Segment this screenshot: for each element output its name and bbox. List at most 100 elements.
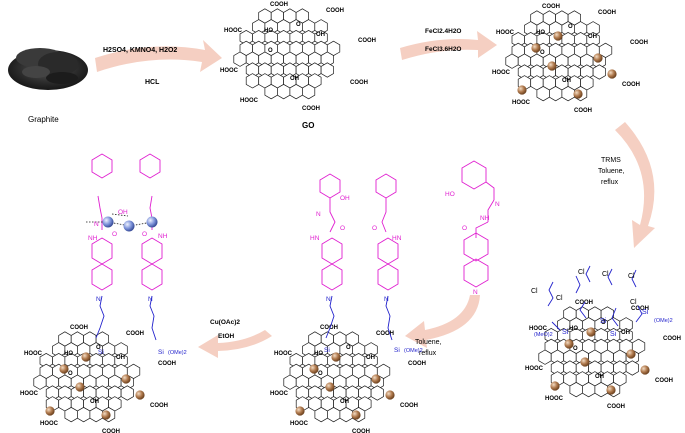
functional-group-label: O xyxy=(268,48,273,54)
ome2-label: (OMe)2 xyxy=(654,318,673,324)
ome2-label: (OMe)2 xyxy=(404,348,423,354)
functional-group-label: HOOC xyxy=(525,366,544,372)
functional-group-label: COOH xyxy=(542,4,560,10)
nh-label: NH xyxy=(480,215,490,222)
functional-group-label: COOH xyxy=(574,108,592,114)
hexagon-ring xyxy=(264,83,278,100)
functional-group-label: HOOC xyxy=(20,391,39,397)
arrow-step5 xyxy=(198,330,272,358)
ome2-label: (OMe)2 xyxy=(168,350,187,356)
n-label: N xyxy=(495,201,500,208)
o-label: O xyxy=(112,231,117,238)
functional-group-label: COOH xyxy=(320,325,338,331)
step3-condition-label: reflux xyxy=(601,179,619,186)
functional-group-label: COOH xyxy=(607,404,625,410)
fe3o4-nanoparticle xyxy=(325,382,335,392)
cl-label: Cl xyxy=(628,273,635,280)
graphite-label: Graphite xyxy=(28,115,59,124)
silane-labels-cl-sheet: Si Si Si Si (MeO)2 (OMe)2 xyxy=(534,309,673,338)
hexagon-ring xyxy=(536,85,550,102)
o-label: O xyxy=(462,225,467,232)
n-label: N xyxy=(384,296,389,303)
functional-group-label: O xyxy=(573,346,578,352)
hexagon-ring xyxy=(233,51,247,67)
functional-group-label: COOH xyxy=(376,331,394,337)
functional-group-label: O xyxy=(296,22,301,28)
fe3o4-nanoparticle xyxy=(593,53,603,63)
hexagon-ring xyxy=(625,360,639,376)
si-label: Si xyxy=(610,331,617,338)
hexagon-ring xyxy=(77,406,91,423)
hexagon-ring xyxy=(561,85,575,102)
si-label: Si xyxy=(324,347,330,354)
step2-reagent-b-label: FeCl3.6H2O xyxy=(425,46,462,53)
fe3o4-nanoparticle xyxy=(586,327,596,337)
meo2-label: (MeO)2 xyxy=(534,332,553,338)
si-label: Si xyxy=(562,329,569,336)
functional-group-label: OH xyxy=(588,34,597,40)
functional-group-label: HOOC xyxy=(270,391,289,397)
cu-ion xyxy=(123,220,135,232)
hexagon-ring xyxy=(370,385,384,401)
functional-group-label: COOH xyxy=(630,40,648,46)
functional-group-label: O xyxy=(346,345,351,351)
functional-group-label: HO xyxy=(64,351,73,357)
n-label: N xyxy=(94,221,99,228)
si-label: Si xyxy=(98,349,104,356)
hexagon-ring xyxy=(289,83,303,100)
functional-group-label: O xyxy=(540,50,545,56)
fe3o4-nanoparticle xyxy=(121,374,131,384)
step1-acid-label: HCL xyxy=(145,79,160,86)
functional-group-label: COOH xyxy=(302,106,320,112)
functional-group-label: OH xyxy=(340,399,349,405)
fe3o4-nanoparticle xyxy=(606,385,616,395)
functional-group-label: OH xyxy=(621,330,630,336)
functional-group-label: HOOC xyxy=(492,70,511,76)
functional-group-label: HO xyxy=(536,30,545,36)
functional-group-label: HOOC xyxy=(512,100,531,106)
step4-solvent-label: Toluene, xyxy=(415,339,442,346)
functional-group-label: HO xyxy=(264,28,273,34)
functional-group-label: COOH xyxy=(358,38,376,44)
hexagon-ring xyxy=(283,374,297,390)
oh-label: OH xyxy=(118,209,128,216)
propyl-linkers-left xyxy=(95,295,157,341)
fe3o4-nanoparticle xyxy=(101,410,111,420)
functional-group-label: COOH xyxy=(158,361,176,367)
fe3o4-nanoparticle xyxy=(371,374,381,384)
arrow-step2 xyxy=(400,31,497,60)
step3-reagent-label: TRMS xyxy=(601,157,621,164)
hexagon-ring xyxy=(505,53,519,69)
functional-group-label: COOH xyxy=(408,361,426,367)
functional-group-label: HOOC xyxy=(274,351,293,357)
functional-group-label: HOOC xyxy=(224,28,243,34)
hexagon-ring xyxy=(245,73,260,89)
functional-group-label: COOH xyxy=(70,325,88,331)
functional-group-label: OH xyxy=(562,78,571,84)
functional-group-label: HO xyxy=(314,351,323,357)
functional-group-label: HOOC xyxy=(496,30,515,36)
cu-ion xyxy=(102,216,114,228)
hexagon-ring xyxy=(120,385,134,401)
step5-reagent-label: Cu(OAc)2 xyxy=(210,319,240,326)
functional-group-label: HOOC xyxy=(220,68,239,74)
functional-group-label: HO xyxy=(569,326,578,332)
step2-reagent-a-label: FeCl2.4H2O xyxy=(425,28,462,35)
functional-group-label: COOH xyxy=(655,378,673,384)
hexagon-ring xyxy=(277,83,291,100)
functional-group-label: COOH xyxy=(622,82,640,88)
fe3o4-nanoparticle xyxy=(547,61,557,71)
functional-group-label: OH xyxy=(316,32,325,38)
functional-group-label: HOOC xyxy=(290,421,309,427)
fe3o4-nanoparticle xyxy=(45,406,55,416)
arrow-step3 xyxy=(615,122,655,248)
functional-group-label: OH xyxy=(90,399,99,405)
functional-group-label: COOH xyxy=(400,403,418,409)
fe3o4-nanoparticle xyxy=(59,364,69,374)
step1-reagents-label: H2SO4, KMNO4, H2O2 xyxy=(103,47,177,54)
functional-group-label: COOH xyxy=(150,403,168,409)
cl-label: Cl xyxy=(578,269,585,276)
